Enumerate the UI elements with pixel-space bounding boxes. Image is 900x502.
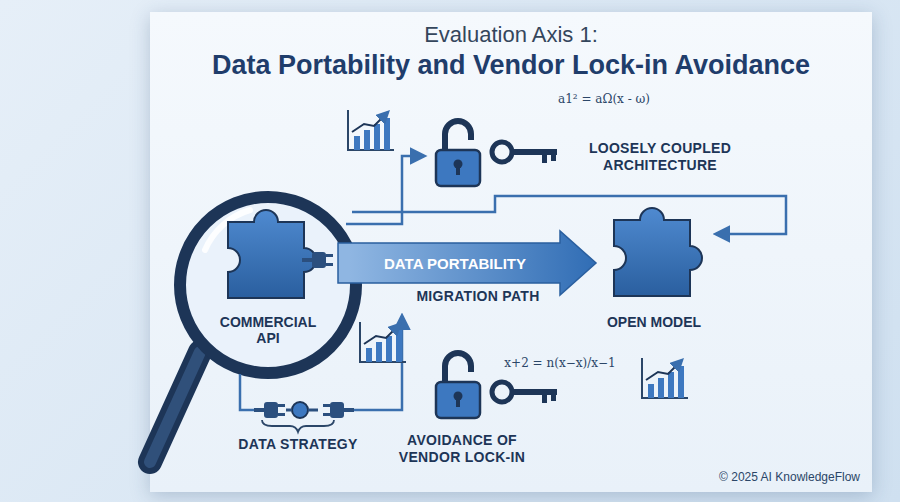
copyright: © 2025 AI KnowledgeFlow — [719, 470, 860, 484]
plug-chain — [323, 402, 354, 418]
migration-arrow — [338, 231, 596, 295]
chart-icon — [642, 358, 688, 398]
plug-chain — [254, 402, 285, 418]
magnifier — [150, 197, 356, 462]
edge-label: DATA PORTABILITY — [384, 255, 526, 272]
subtitle: Data Portability and Vendor Lock-in Avoi… — [161, 50, 861, 81]
architecture-label: LOOSELY COUPLED ARCHITECTURE — [570, 140, 750, 174]
node-label: OPEN MODEL — [607, 314, 701, 330]
plug-chain — [292, 402, 308, 418]
key-icon — [492, 382, 557, 403]
title: Evaluation Axis 1: — [150, 22, 872, 48]
chart-icon — [360, 322, 406, 362]
strategy-label: DATA STRATEGY — [228, 436, 368, 453]
plug-chain — [308, 409, 318, 412]
plug-icon — [302, 252, 333, 268]
magnifier — [150, 352, 200, 462]
wire — [240, 374, 254, 410]
puzzle-piece — [228, 210, 316, 298]
puzzle-node: OPEN MODEL — [596, 206, 712, 336]
puzzle-piece — [614, 208, 702, 296]
lens-node: COMMERCIAL API — [198, 200, 338, 364]
chart-icon — [348, 110, 394, 150]
magnifier — [150, 352, 200, 462]
wire — [352, 196, 786, 234]
formula: x+2 = n(x−x)/x−1 — [495, 356, 625, 370]
puzzle-piece — [228, 210, 316, 298]
wire — [346, 156, 424, 224]
padlock-icon — [436, 121, 480, 186]
formula: a1² = aΩ(x - ω) — [539, 92, 669, 106]
plug-chain — [286, 409, 292, 412]
padlock-icon — [436, 353, 480, 418]
wire — [240, 156, 786, 410]
puzzle-piece — [614, 208, 702, 296]
plug-chain — [254, 402, 354, 418]
magnifier — [180, 197, 356, 373]
key-icon — [492, 142, 557, 163]
lockin-label: AVOIDANCE OF VENDOR LOCK-IN — [387, 432, 537, 466]
path-label: MIGRATION PATH — [398, 288, 558, 305]
bracket — [262, 420, 334, 432]
node-label: COMMERCIAL API — [208, 314, 328, 346]
